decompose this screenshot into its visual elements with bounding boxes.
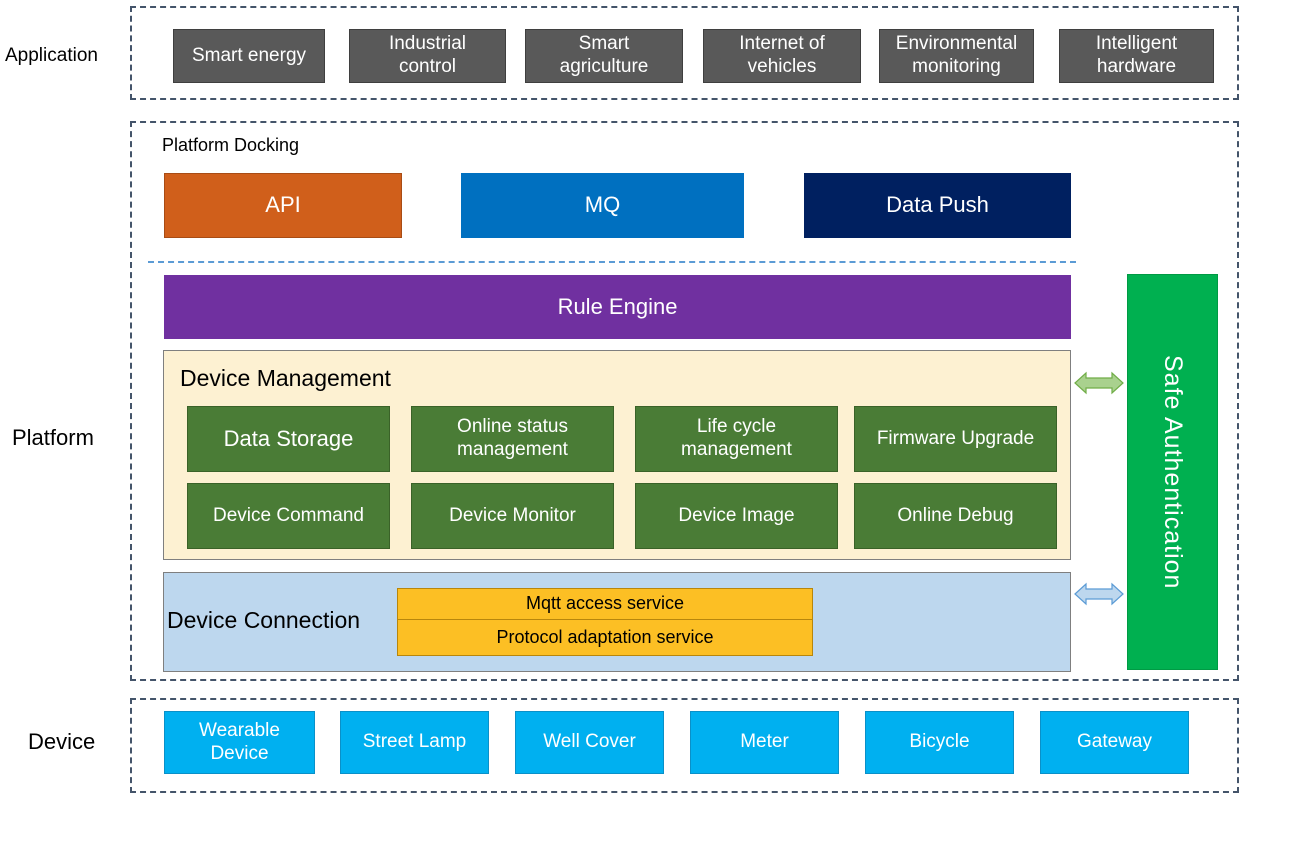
application-layer [130,6,1239,100]
dm-firmware-upgrade: Firmware Upgrade [854,406,1057,472]
mqtt-access-service: Mqtt access service [397,588,813,620]
safe-authentication-bar: Safe Authentication [1127,274,1218,670]
protocol-adaptation-service: Protocol adaptation service [397,620,813,656]
device-layer [130,698,1239,793]
app-smart-energy: Smart energy [173,29,325,83]
double-arrow-icon [1074,371,1124,395]
rule-engine-box: Rule Engine [164,275,1071,339]
app-intelligent-hardware: Intelligent hardware [1059,29,1214,83]
data-push-box: Data Push [804,173,1071,238]
device-wearable: Wearable Device [164,711,315,774]
safe-authentication-label: Safe Authentication [1159,354,1187,590]
dm-device-monitor: Device Monitor [411,483,614,549]
device-street-lamp: Street Lamp [340,711,489,774]
platform-layer-label: Platform [12,425,94,450]
device-management-title: Device Management [180,365,391,391]
device-bicycle: Bicycle [865,711,1014,774]
device-meter: Meter [690,711,839,774]
platform-docking-title: Platform Docking [162,135,300,155]
app-industrial-control: Industrial control [349,29,506,83]
device-well-cover: Well Cover [515,711,664,774]
dm-life-cycle-management: Life cycle management [635,406,838,472]
mq-box: MQ [461,173,744,238]
dm-device-command: Device Command [187,483,390,549]
platform-layer [130,121,1239,681]
app-environmental-monitoring: Environmental monitoring [879,29,1034,83]
app-internet-of-vehicles: Internet of vehicles [703,29,861,83]
dm-data-storage: Data Storage [187,406,390,472]
docking-divider [148,261,1076,263]
device-connection-title: Device Connection [167,607,361,633]
double-arrow-icon [1074,582,1124,606]
device-layer-label: Device [28,729,96,754]
device-gateway: Gateway [1040,711,1189,774]
application-layer-label: Application [5,45,98,66]
dm-device-image: Device Image [635,483,838,549]
app-smart-agriculture: Smart agriculture [525,29,683,83]
dm-online-debug: Online Debug [854,483,1057,549]
dm-online-status-management: Online status management [411,406,614,472]
api-box: API [164,173,402,238]
